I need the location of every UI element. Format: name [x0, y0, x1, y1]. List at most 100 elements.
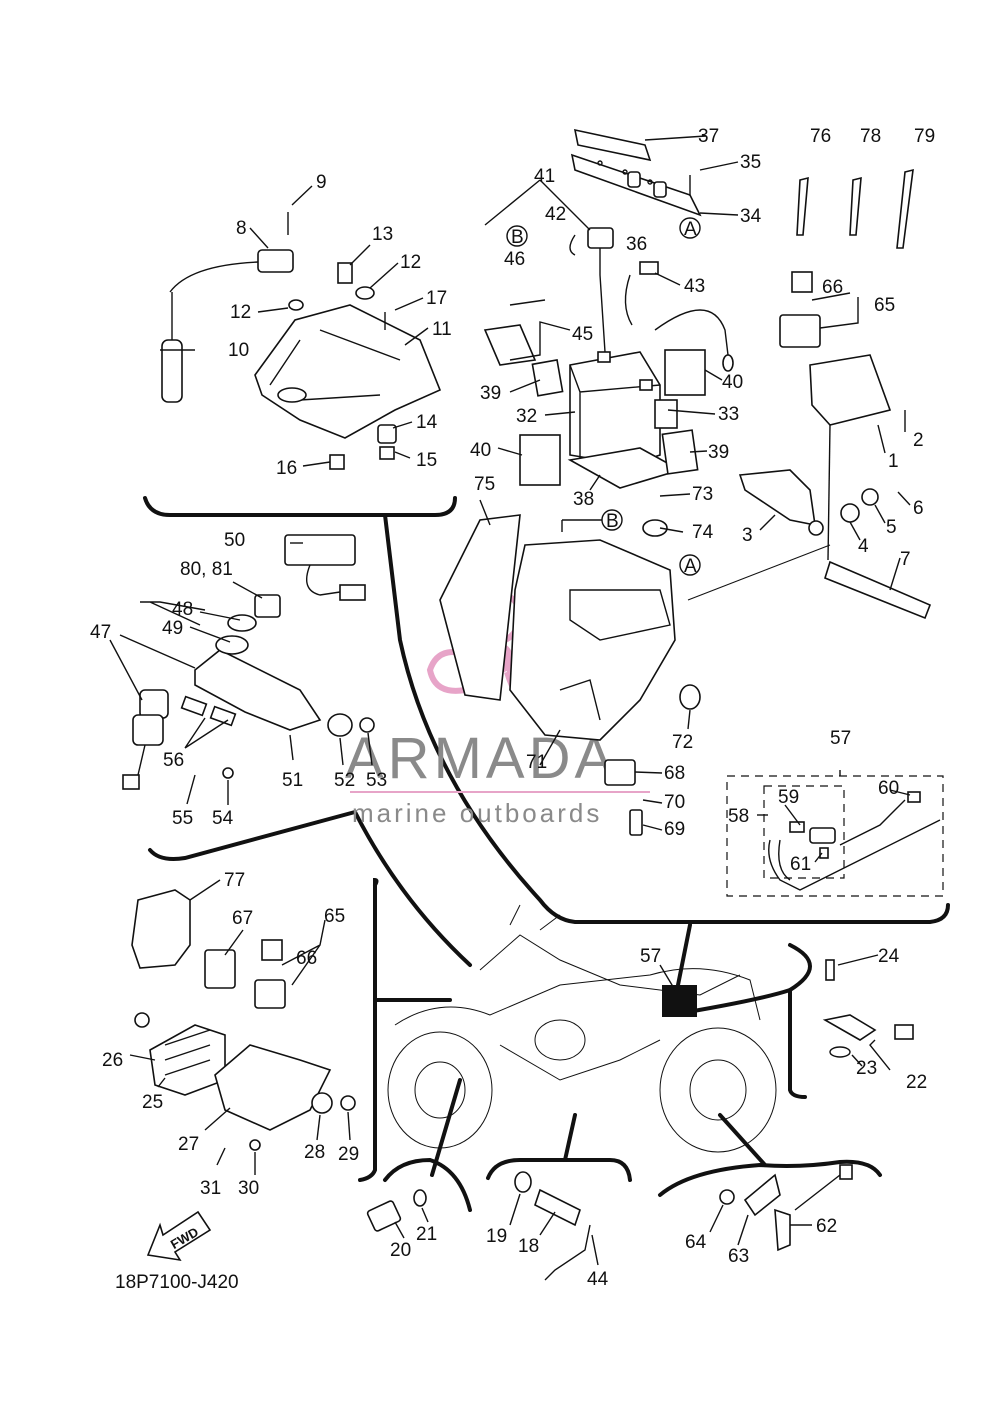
callout-27: 27	[178, 1134, 199, 1155]
callout-23: 23	[856, 1058, 877, 1079]
callout-11: 11	[432, 319, 452, 340]
callout-57a: 57	[830, 728, 851, 749]
callout-58: 58	[728, 806, 749, 827]
callout-44: 44	[587, 1269, 609, 1290]
callout-28: 28	[304, 1142, 325, 1163]
callout-66a: 66	[822, 277, 843, 298]
battery-group	[483, 128, 734, 489]
ref-marker-b-top: B	[511, 227, 524, 248]
callout-55: 55	[172, 808, 193, 829]
callout-45: 45	[572, 324, 593, 345]
callout-79: 79	[914, 126, 935, 147]
callout-7: 7	[900, 549, 911, 570]
callout-14: 14	[416, 412, 438, 433]
main-switch-group	[122, 534, 375, 790]
callout-26: 26	[102, 1050, 123, 1071]
callout-64: 64	[685, 1232, 707, 1253]
rectifier-group	[131, 889, 356, 1151]
callout-53: 53	[366, 770, 387, 791]
callout-38: 38	[573, 489, 594, 510]
cable-ties	[796, 168, 914, 249]
callout-36: 36	[626, 234, 647, 255]
callout-76: 76	[810, 126, 831, 147]
callout-9: 9	[316, 172, 327, 193]
callout-18: 18	[518, 1236, 539, 1257]
callout-65b: 65	[324, 906, 345, 927]
callout-47: 47	[90, 622, 111, 643]
callout-32: 32	[516, 406, 537, 427]
callout-31: 31	[200, 1178, 221, 1199]
callout-49: 49	[162, 618, 183, 639]
ref-marker-b-box: B	[606, 511, 619, 532]
coil-bracket-group	[161, 212, 442, 470]
callout-16: 16	[276, 458, 297, 479]
sensor-group	[366, 959, 914, 1281]
callout-69: 69	[664, 819, 685, 840]
callout-78: 78	[860, 126, 881, 147]
callout-75: 75	[474, 474, 495, 495]
callout-59: 59	[778, 787, 799, 808]
callout-10: 10	[228, 340, 249, 361]
atv-silhouette	[387, 904, 777, 1153]
callout-73: 73	[692, 484, 713, 505]
callout-33: 33	[718, 404, 739, 425]
callout-20: 20	[390, 1240, 411, 1261]
callout-39b: 39	[708, 442, 729, 463]
callout-3: 3	[742, 525, 753, 546]
callout-51: 51	[282, 770, 303, 791]
callout-35: 35	[740, 152, 761, 173]
callout-70: 70	[664, 792, 685, 813]
callout-8: 8	[236, 218, 247, 239]
callout-19: 19	[486, 1226, 507, 1247]
callout-39a: 39	[480, 383, 501, 404]
callout-25: 25	[142, 1092, 163, 1113]
callout-40b: 40	[470, 440, 491, 461]
callout-24: 24	[878, 946, 900, 967]
region-dividers	[143, 496, 950, 1212]
callout-71: 71	[526, 752, 547, 773]
callout-72: 72	[672, 732, 693, 753]
callout-30: 30	[238, 1178, 259, 1199]
callout-29: 29	[338, 1144, 359, 1165]
callout-17: 17	[426, 288, 447, 309]
kit-57-box	[726, 775, 944, 897]
callout-63: 63	[728, 1246, 749, 1267]
callout-21: 21	[416, 1224, 437, 1245]
callout-2: 2	[913, 430, 924, 451]
cdi-relay-group	[687, 271, 932, 620]
callout-12a: 12	[230, 302, 251, 323]
callout-60: 60	[878, 778, 899, 799]
callout-4: 4	[858, 536, 869, 557]
callout-15: 15	[416, 450, 437, 471]
callout-37: 37	[698, 126, 719, 147]
callout-22: 22	[906, 1072, 927, 1093]
callout-65a: 65	[874, 295, 895, 316]
callout-13: 13	[372, 224, 393, 245]
callout-67: 67	[232, 908, 253, 929]
callout-50: 50	[224, 530, 245, 551]
callout-56: 56	[163, 750, 184, 771]
callout-57b: 57	[640, 946, 661, 967]
callout-12b: 12	[400, 252, 421, 273]
callout-6: 6	[913, 498, 924, 519]
callout-54: 54	[212, 808, 234, 829]
fwd-arrow: FWD	[146, 1210, 212, 1262]
ref-markers: B A B A	[506, 217, 701, 577]
callout-labels: 1 2 3 4 5 6 7 8 9 10 11 12 12 13 14 15 1…	[90, 126, 935, 1290]
callout-34: 34	[740, 206, 762, 227]
callout-1: 1	[888, 451, 899, 472]
battery-box-group	[439, 514, 701, 836]
callout-77: 77	[224, 870, 245, 891]
callout-5: 5	[886, 517, 897, 538]
callout-43: 43	[684, 276, 705, 297]
ref-marker-a-top: A	[684, 219, 697, 240]
ref-marker-a-box: A	[684, 556, 697, 577]
watermark-subtitle: marine outboards	[352, 798, 602, 828]
callout-48: 48	[172, 599, 193, 620]
callout-52: 52	[334, 770, 355, 791]
callout-66b: 66	[296, 948, 317, 969]
callout-42: 42	[545, 204, 566, 225]
callout-74: 74	[692, 522, 714, 543]
callout-61: 61	[790, 854, 811, 875]
